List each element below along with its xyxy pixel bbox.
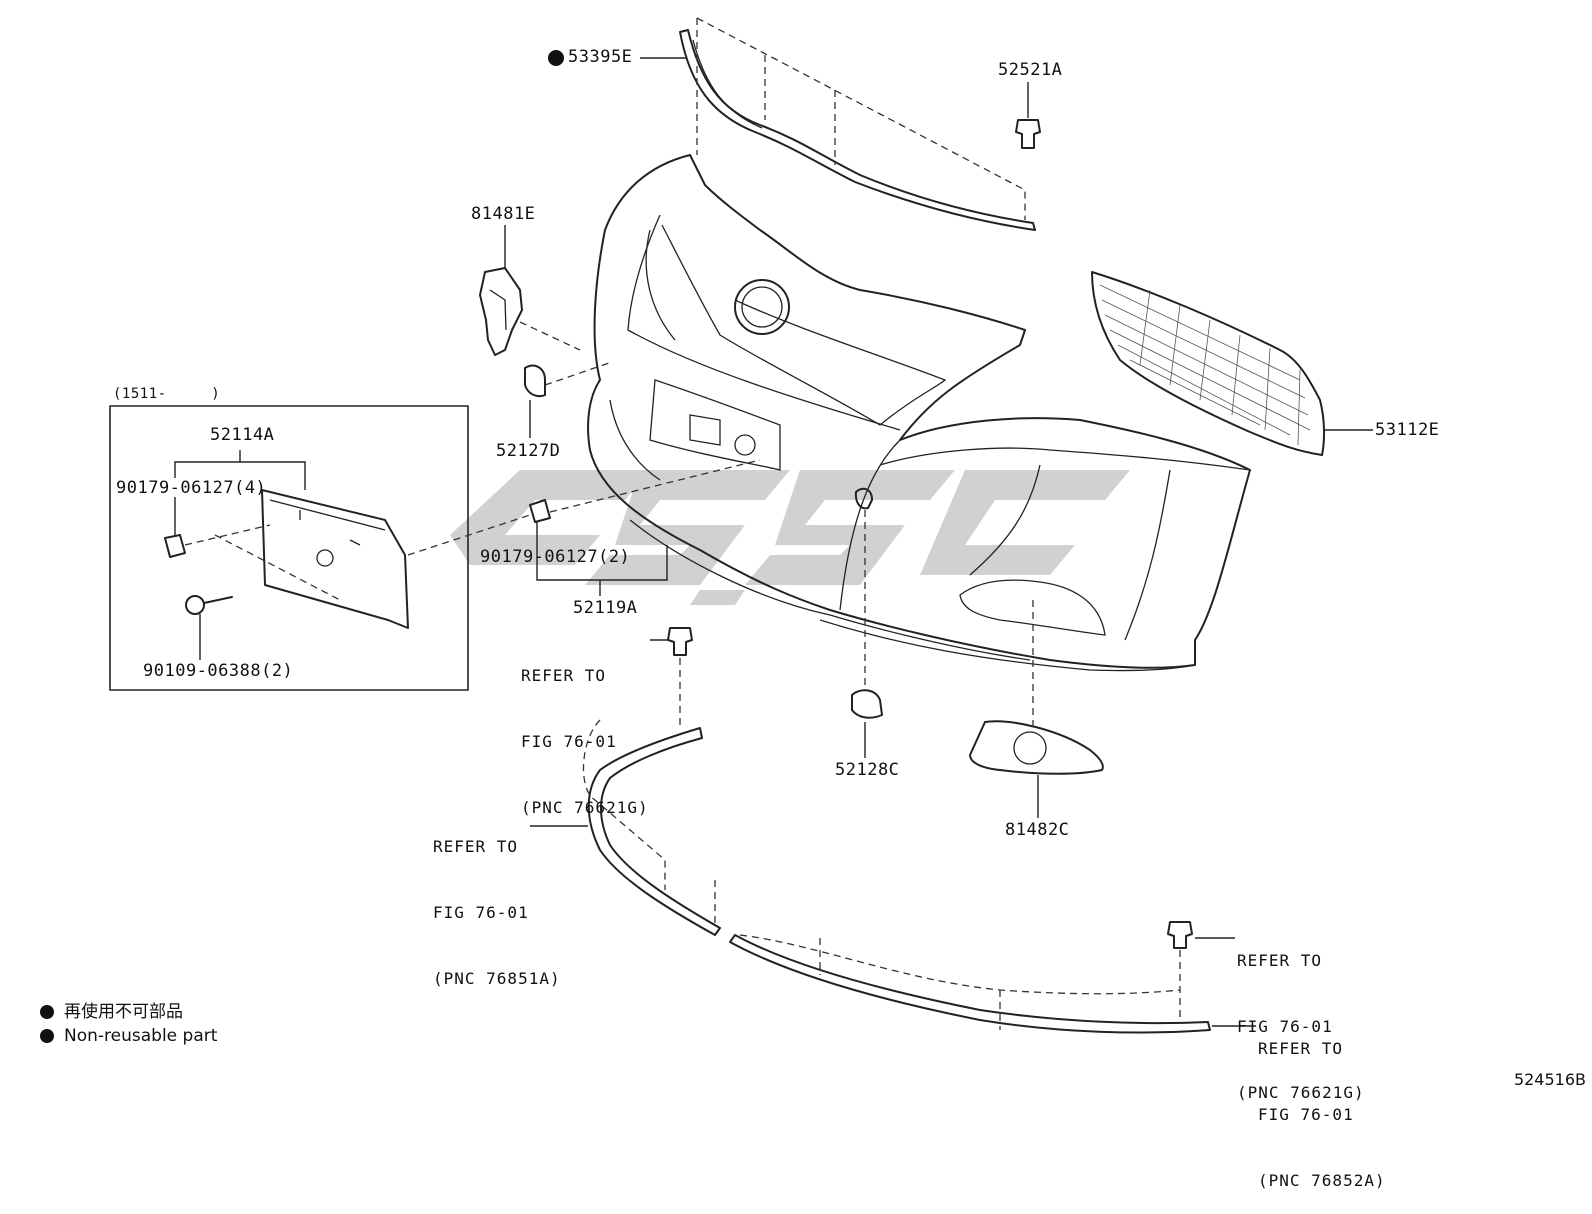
inset-box (109, 405, 469, 691)
refer-line: (PNC 76621G) (1237, 1083, 1365, 1102)
diagram-drawing (109, 17, 1373, 1034)
refer-line: (PNC 76852A) (1258, 1171, 1386, 1190)
bullet-dot-icon (40, 1005, 54, 1019)
label-81481e: 81481E (471, 204, 536, 224)
refer-block-76852a: REFER TO FIG 76-01 (PNC 76852A) (1258, 994, 1386, 1214)
label-52127d: 52127D (496, 441, 561, 461)
clip-52521a (1015, 82, 1041, 149)
refer-block-76621g-lower: REFER TO FIG 76-01 (PNC 76621G) (1237, 906, 1365, 1126)
lower-spoiler-right (729, 934, 1211, 1034)
label-90109-06388: 90109-06388(2) (143, 661, 294, 681)
refer-line: FIG 76-01 (521, 732, 617, 751)
refer-line: REFER TO (433, 837, 519, 856)
fog-bezel-81482c (969, 600, 1104, 818)
non-reusable-marker (548, 50, 564, 66)
refer-block-76851a: REFER TO FIG 76-01 (PNC 76851A) (433, 792, 561, 1012)
label-52128c: 52128C (835, 760, 900, 780)
cover-52127d (524, 364, 546, 438)
refer-line: REFER TO (1258, 1039, 1344, 1058)
label-52119a: 52119A (573, 598, 638, 618)
cover-52128c (851, 487, 883, 758)
refer-line: REFER TO (1237, 951, 1323, 970)
legend-row-en: Non-reusable part (40, 1024, 217, 1048)
label-90179-06127-4: 90179-06127(4) (116, 478, 267, 498)
legend-jp-text: 再使用不可部品 (64, 1002, 183, 1022)
refer-line: FIG 76-01 (433, 903, 529, 922)
bracket-81481e (479, 225, 523, 356)
legend: 再使用不可部品 Non-reusable part (40, 1000, 217, 1048)
watermark-logo (450, 470, 1130, 605)
refer-block-76621g-upper: REFER TO FIG 76-01 (PNC 76621G) (521, 621, 649, 841)
label-81482c: 81482C (1005, 820, 1070, 840)
nut-90179-06127-2 (529, 459, 761, 596)
refer-line: (PNC 76851A) (433, 969, 561, 988)
figure-id: 524516B (1513, 1070, 1586, 1089)
bumper-cover (587, 154, 1251, 672)
label-52521a: 52521A (998, 60, 1063, 80)
clip-ref-76621g-upper (650, 627, 693, 725)
lower-spoiler-left (587, 727, 721, 936)
lower-grille-53112e (1091, 271, 1373, 456)
clip-ref-76621g-lower (1167, 921, 1235, 1020)
label-52114a: 52114A (210, 425, 275, 445)
refer-line: FIG 76-01 (1237, 1017, 1333, 1036)
label-53395e: 53395E (568, 47, 633, 67)
label-53112e: 53112E (1375, 420, 1440, 440)
label-90179-06127-2: 90179-06127(2) (480, 547, 631, 567)
parts-diagram: 53395E 52521A 81481E 52127D 53112E (1511… (40, 17, 1586, 1190)
bullet-dot-icon (40, 1029, 54, 1043)
refer-line: (PNC 76621G) (521, 798, 649, 817)
upper-molding-53395e (679, 29, 1036, 231)
legend-row-jp: 再使用不可部品 (40, 1000, 217, 1024)
refer-line: FIG 76-01 (1258, 1105, 1354, 1124)
legend-en-text: Non-reusable part (64, 1026, 218, 1046)
refer-line: REFER TO (521, 666, 607, 685)
label-inset-range: (1511- ) (113, 386, 221, 402)
